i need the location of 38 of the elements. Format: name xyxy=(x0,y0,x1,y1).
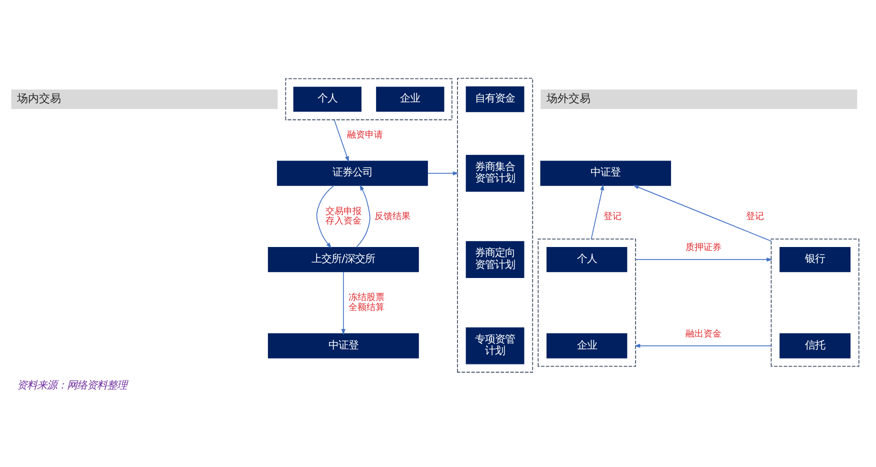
node-box: 专项资管计划 xyxy=(466,326,524,364)
node-box: 上交所/深交所 xyxy=(268,246,419,272)
arrow xyxy=(341,270,346,334)
node-box: 证券公司 xyxy=(276,160,428,186)
node-box: 个人 xyxy=(293,86,362,112)
arrow xyxy=(634,343,772,348)
node-box: 中证登 xyxy=(540,160,672,186)
arrow xyxy=(632,184,772,242)
edge-label: 融资申请 xyxy=(346,130,383,140)
arrow xyxy=(316,184,334,248)
edge-label: 反馈结果 xyxy=(374,211,411,222)
edge-label: 登记 xyxy=(746,211,764,222)
node-box: 券商集合资管计划 xyxy=(466,154,524,192)
node-box: 场内交易 xyxy=(11,88,278,108)
node-box: 企业 xyxy=(546,332,628,358)
node-box: 场外交易 xyxy=(540,88,858,108)
arrow xyxy=(356,184,370,248)
arrow xyxy=(635,257,772,262)
edge-label: 交易申报存入资金 xyxy=(325,206,362,226)
edge-label: 质押证券 xyxy=(685,242,722,253)
node-box: 自有资金 xyxy=(466,86,524,112)
node-box: 券商定向资管计划 xyxy=(466,240,524,278)
node-box: 银行 xyxy=(780,246,851,272)
arrow xyxy=(590,184,604,239)
node-box: 个人 xyxy=(546,246,628,272)
edge-label: 融出资金 xyxy=(685,328,722,339)
arrow xyxy=(334,118,349,162)
edge-label: 登记 xyxy=(604,211,622,222)
cluster xyxy=(538,238,636,366)
node-box: 信托 xyxy=(780,332,851,358)
arrow xyxy=(427,170,459,175)
cluster xyxy=(457,77,534,372)
node-box: 中证登 xyxy=(268,332,419,358)
caption: 资料来源：网络资料整理 xyxy=(17,378,128,391)
cluster xyxy=(285,78,452,120)
edge-label: 冻结股票全额结算 xyxy=(348,292,384,312)
cluster xyxy=(770,238,860,366)
node-box: 企业 xyxy=(376,86,444,112)
